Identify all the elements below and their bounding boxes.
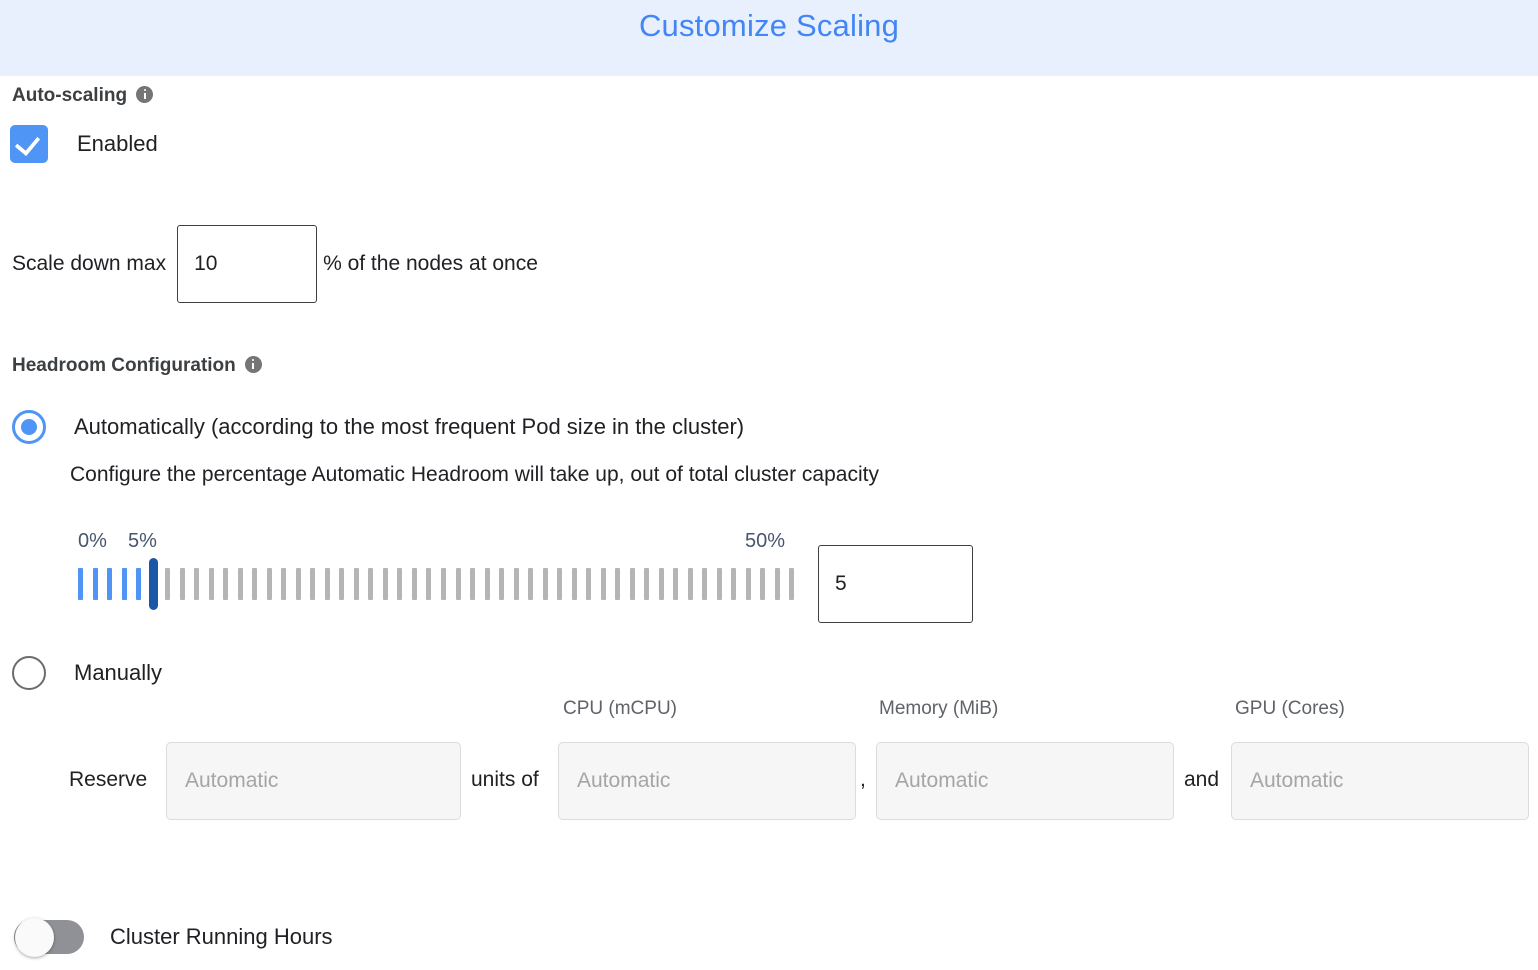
slider-tick[interactable] (600, 568, 606, 600)
comma-connector: , (860, 768, 866, 791)
headroom-section-heading: Headroom Configuration (12, 355, 262, 377)
info-icon[interactable] (136, 86, 154, 104)
checkmark-icon (14, 129, 41, 157)
reserve-gpu-input[interactable] (1231, 742, 1529, 820)
info-icon[interactable] (244, 356, 262, 374)
slider-tick[interactable] (339, 568, 345, 600)
slider-tick[interactable] (324, 568, 330, 600)
slider-tick[interactable] (586, 568, 592, 600)
slider-max-label: 50% (745, 530, 786, 552)
slider-tick[interactable] (673, 568, 679, 600)
slider-tick[interactable] (644, 568, 650, 600)
slider-tick[interactable] (252, 568, 258, 600)
column-header-memory: Memory (MiB) (879, 698, 999, 719)
slider-tick[interactable] (557, 568, 563, 600)
reserve-units-input[interactable] (166, 742, 461, 820)
slider-tick[interactable] (571, 568, 577, 600)
and-connector: and (1184, 768, 1220, 791)
slider-tick[interactable] (237, 568, 243, 600)
headroom-slider-section: 0% 5% 50% (0, 530, 1538, 640)
column-header-cpu: CPU (mCPU) (563, 698, 677, 719)
slider-tick[interactable] (310, 568, 316, 600)
slider-tick[interactable] (194, 568, 200, 600)
auto-scaling-section-heading: Auto-scaling (12, 85, 154, 107)
slider-tick[interactable] (136, 568, 142, 600)
slider-tick[interactable] (441, 568, 446, 600)
slider-tick[interactable] (528, 568, 534, 600)
slider-tick[interactable] (499, 568, 505, 600)
slider-tick[interactable] (658, 568, 664, 600)
slider-tick[interactable] (223, 568, 229, 600)
slider-tick[interactable] (789, 568, 795, 600)
scale-down-max-label: Scale down max (12, 252, 167, 275)
radio-manually-label: Manually (74, 660, 163, 685)
slider-tick[interactable] (121, 568, 127, 600)
reserve-row: Reserve units of , and (0, 742, 1538, 820)
slider-tick[interactable] (615, 568, 621, 600)
header-banner (0, 0, 1538, 76)
page-title: Customize Scaling (638, 8, 900, 43)
slider-tick[interactable] (455, 568, 461, 600)
slider-tick[interactable] (745, 568, 751, 600)
automatic-headroom-description: Configure the percentage Automatic Headr… (70, 463, 879, 486)
enabled-checkbox-row[interactable]: Enabled (10, 125, 158, 163)
slider-tick[interactable] (702, 568, 708, 600)
enabled-checkbox[interactable] (10, 125, 48, 163)
reserve-cpu-input[interactable] (558, 742, 856, 820)
slider-tick[interactable] (179, 568, 185, 600)
slider-tick[interactable] (731, 568, 737, 600)
slider-tick[interactable] (629, 568, 635, 600)
slider-tick[interactable] (165, 568, 171, 600)
column-header-gpu: GPU (Cores) (1235, 698, 1345, 719)
radio-automatic-icon[interactable] (12, 410, 46, 444)
slider-tick[interactable] (484, 568, 490, 600)
slider-tick[interactable] (426, 568, 432, 600)
slider-tick[interactable] (716, 568, 722, 600)
slider-tick[interactable] (281, 568, 287, 600)
slider-tick[interactable] (92, 568, 98, 600)
slider-tick[interactable] (397, 568, 403, 600)
slider-tick[interactable] (266, 568, 272, 600)
slider-tick[interactable] (353, 568, 359, 600)
slider-tick[interactable] (78, 568, 83, 600)
slider-tick[interactable] (513, 568, 519, 600)
radio-manually-icon[interactable] (12, 656, 46, 690)
slider-tick[interactable] (542, 568, 548, 600)
scale-down-max-suffix: % of the nodes at once (323, 252, 538, 275)
slider-tick[interactable] (774, 568, 780, 600)
slider-tick[interactable] (411, 568, 417, 600)
radio-option-manually[interactable]: Manually (12, 656, 162, 690)
auto-scaling-heading-text: Auto-scaling (12, 85, 128, 106)
cluster-running-hours-row[interactable]: Cluster Running Hours (14, 917, 333, 957)
slider-tick[interactable] (295, 568, 301, 600)
slider-tick[interactable] (368, 568, 374, 600)
slider-tick[interactable] (687, 568, 693, 600)
cluster-running-hours-label: Cluster Running Hours (110, 924, 333, 949)
reserve-memory-input[interactable] (876, 742, 1174, 820)
cluster-running-hours-toggle[interactable] (14, 917, 84, 957)
reserve-label: Reserve (69, 768, 148, 791)
scale-down-max-input[interactable] (177, 225, 318, 303)
headroom-percentage-input[interactable] (818, 545, 973, 623)
slider-tick[interactable] (107, 568, 113, 600)
scale-down-max-row: Scale down max % of the nodes at once (12, 225, 538, 303)
headroom-heading-text: Headroom Configuration (12, 355, 236, 376)
slider-thumb[interactable] (148, 558, 158, 610)
slider-track[interactable] (78, 558, 804, 610)
radio-automatic-label: Automatically (according to the most fre… (74, 414, 745, 439)
enabled-checkbox-label: Enabled (77, 131, 158, 156)
slider-tick[interactable] (470, 568, 476, 600)
units-of-connector: units of (471, 768, 539, 791)
slider-tick[interactable] (208, 568, 214, 600)
slider-tick[interactable] (382, 568, 388, 600)
radio-option-automatic[interactable]: Automatically (according to the most fre… (12, 410, 744, 444)
slider-tick[interactable] (760, 568, 766, 600)
slider-min-label: 0% (78, 530, 107, 552)
slider-current-label: 5% (128, 530, 157, 552)
toggle-knob (15, 917, 54, 957)
